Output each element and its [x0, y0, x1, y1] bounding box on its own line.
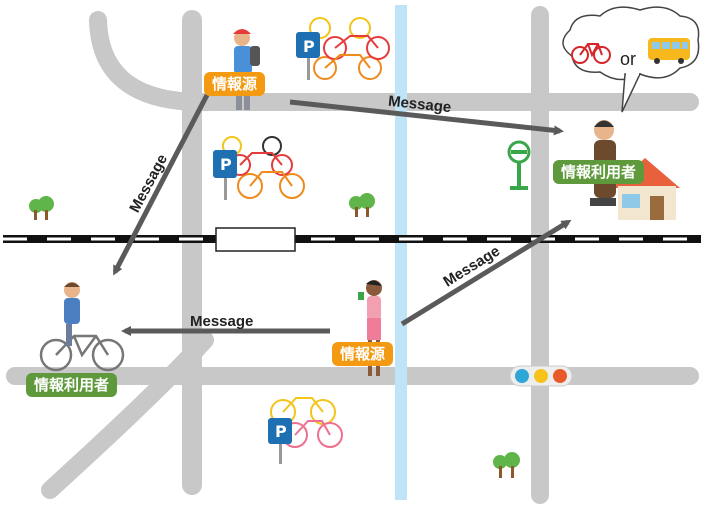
bicycle-parking-icon: P	[213, 136, 305, 200]
svg-text:P: P	[275, 422, 287, 441]
bicycle-parking-icon: P	[296, 17, 390, 80]
bicycle-parking-icon: P	[268, 397, 343, 464]
source-tag-bottom: 情報源	[332, 342, 394, 366]
message-label-horizontal: Message	[190, 313, 254, 330]
arrow-top	[289, 99, 564, 136]
bus-stop-icon	[507, 140, 531, 190]
svg-text:P: P	[220, 155, 232, 174]
tree-icon	[29, 196, 54, 220]
arrow-diagonal-left	[112, 93, 210, 276]
source-tag-top: 情報源	[204, 72, 266, 96]
user-tag-right: 情報利用者	[553, 160, 645, 184]
tree-icon	[349, 193, 375, 217]
river	[395, 5, 407, 500]
svg-text:P: P	[303, 37, 315, 56]
bus-icon	[648, 38, 690, 64]
railway	[3, 227, 701, 252]
tree-icon	[493, 452, 520, 478]
or-text: or	[620, 49, 637, 69]
user-tag-left: 情報利用者	[26, 373, 118, 397]
house-icon	[612, 158, 680, 220]
traffic-light-icon	[509, 365, 573, 387]
road-network	[6, 6, 699, 504]
arrow-diagonal-right	[400, 219, 572, 327]
bicycle-icon	[571, 43, 611, 64]
message-arrows	[112, 93, 572, 336]
cyclist-icon	[39, 282, 125, 372]
